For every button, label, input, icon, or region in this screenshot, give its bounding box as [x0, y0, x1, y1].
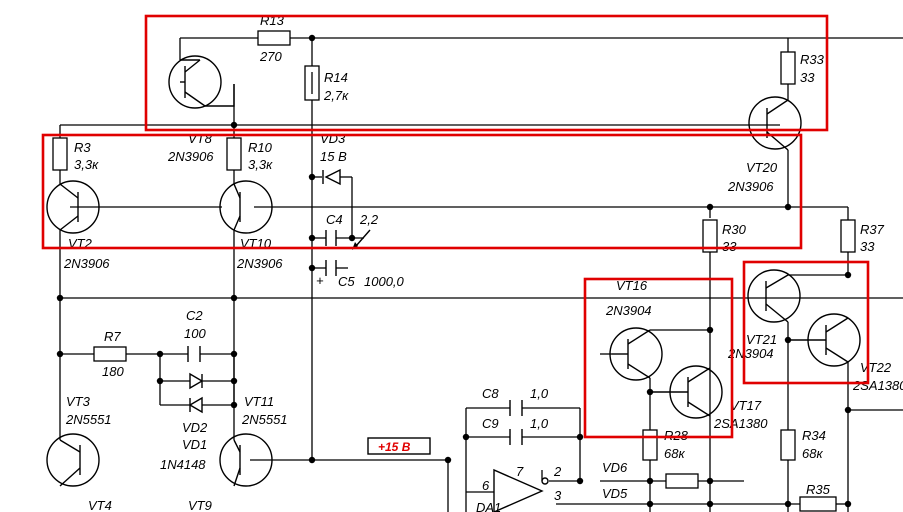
label-pin3: 3: [554, 488, 562, 503]
label-c5-plus: +: [316, 273, 324, 288]
label-vt17: VT17: [730, 398, 762, 413]
label-vt20-type: 2N3906: [727, 179, 774, 194]
label-c2: C2: [186, 308, 203, 323]
highlight-box-vt16-vt17: [583, 277, 734, 439]
label-r33-value: 33: [800, 70, 815, 85]
label-r28: R28: [664, 428, 689, 443]
label-r35: R35: [806, 482, 831, 497]
resistor-r33: [780, 51, 796, 85]
label-pin2: 2: [553, 464, 562, 479]
label-r34: R34: [802, 428, 826, 443]
label-vt20: VT20: [746, 160, 778, 175]
label-vt3-type: 2N5551: [65, 412, 112, 427]
label-vd1: VD1: [182, 437, 207, 452]
label-vd6: VD6: [602, 460, 628, 475]
highlight-box-top: [144, 14, 829, 132]
label-vd1-type: 1N4148: [160, 457, 206, 472]
resistor-r7: [93, 346, 127, 362]
label-vt8-type: 2N3906: [167, 149, 214, 164]
label-r33: R33: [800, 52, 825, 67]
power-tag-label: +15 В: [378, 440, 411, 454]
label-vt8: VT8: [188, 131, 213, 146]
label-c5: C5: [338, 274, 355, 289]
power-tag-15v: +15 В: [367, 437, 431, 455]
label-r30: R30: [722, 222, 747, 237]
label-vd3: VD3: [320, 131, 346, 146]
label-vt16-type: 2N3904: [605, 303, 652, 318]
diodes: [188, 168, 341, 414]
label-r28-value: 68к: [664, 446, 685, 461]
label-c8-value: 1,0: [530, 386, 549, 401]
label-c4-value: 2,2: [359, 212, 379, 227]
junction-dots: [56, 34, 852, 508]
label-c4: C4: [326, 212, 343, 227]
label-vt11-type: 2N5551: [241, 412, 288, 427]
label-r7-value: 180: [102, 364, 124, 379]
label-vt4: VT4: [88, 498, 112, 512]
highlight-box-vt21-vt22: [742, 260, 870, 385]
label-r34-value: 68к: [802, 446, 823, 461]
label-vt9: VT9: [188, 498, 212, 512]
label-vt2-type: 2N3906: [63, 256, 110, 271]
resistor-r28: [642, 429, 658, 461]
resistor-r37: [840, 219, 856, 253]
resistor-r30: [702, 219, 718, 253]
highlight-box-middle: [41, 133, 803, 250]
resistor-vd6-series: [665, 473, 699, 489]
label-r30-value: 33: [722, 239, 737, 254]
resistor-r13: [257, 30, 291, 46]
resistor-r35: [799, 496, 837, 512]
label-vd2: VD2: [182, 420, 208, 435]
label-c5-value: 1000,0: [364, 274, 405, 289]
label-r7: R7: [104, 329, 121, 344]
label-da1: DA1: [476, 500, 501, 512]
label-r14-value: 2,7к: [323, 88, 349, 103]
label-vt10-type: 2N3906: [236, 256, 283, 271]
label-r3-value: 3,3к: [74, 157, 99, 172]
label-vt21: VT21: [746, 332, 777, 347]
label-vd5: VD5: [602, 486, 628, 501]
label-r10: R10: [248, 140, 273, 155]
label-vt22-type: 2SA1380: [852, 378, 903, 393]
label-vt21-type: 2N3904: [727, 346, 774, 361]
label-r37: R37: [860, 222, 885, 237]
label-vt11: VT11: [244, 394, 274, 409]
label-c8: C8: [482, 386, 499, 401]
label-vt3: VT3: [66, 394, 91, 409]
resistor-r34: [780, 429, 796, 461]
label-c9-value: 1,0: [530, 416, 549, 431]
label-r14: R14: [324, 70, 348, 85]
label-pin7: 7: [516, 464, 524, 479]
label-r10-value: 3,3к: [248, 157, 273, 172]
label-r37-value: 33: [860, 239, 875, 254]
label-vt22: VT22: [860, 360, 892, 375]
label-vd3-value: 15 В: [320, 149, 347, 164]
label-c9: C9: [482, 416, 499, 431]
label-r13-value: 270: [259, 49, 282, 64]
op-amp-da1: [493, 468, 549, 512]
label-c2-value: 100: [184, 326, 206, 341]
label-pin6: 6: [482, 478, 490, 493]
transistors: [46, 55, 861, 487]
resistor-r10: [226, 137, 242, 171]
resistor-r3: [52, 137, 68, 171]
label-vt16: VT16: [616, 278, 648, 293]
label-vt17-type: 2SA1380: [713, 416, 768, 431]
resistors: [52, 30, 856, 512]
highlight-boxes: [41, 14, 870, 439]
label-r3: R3: [74, 140, 91, 155]
